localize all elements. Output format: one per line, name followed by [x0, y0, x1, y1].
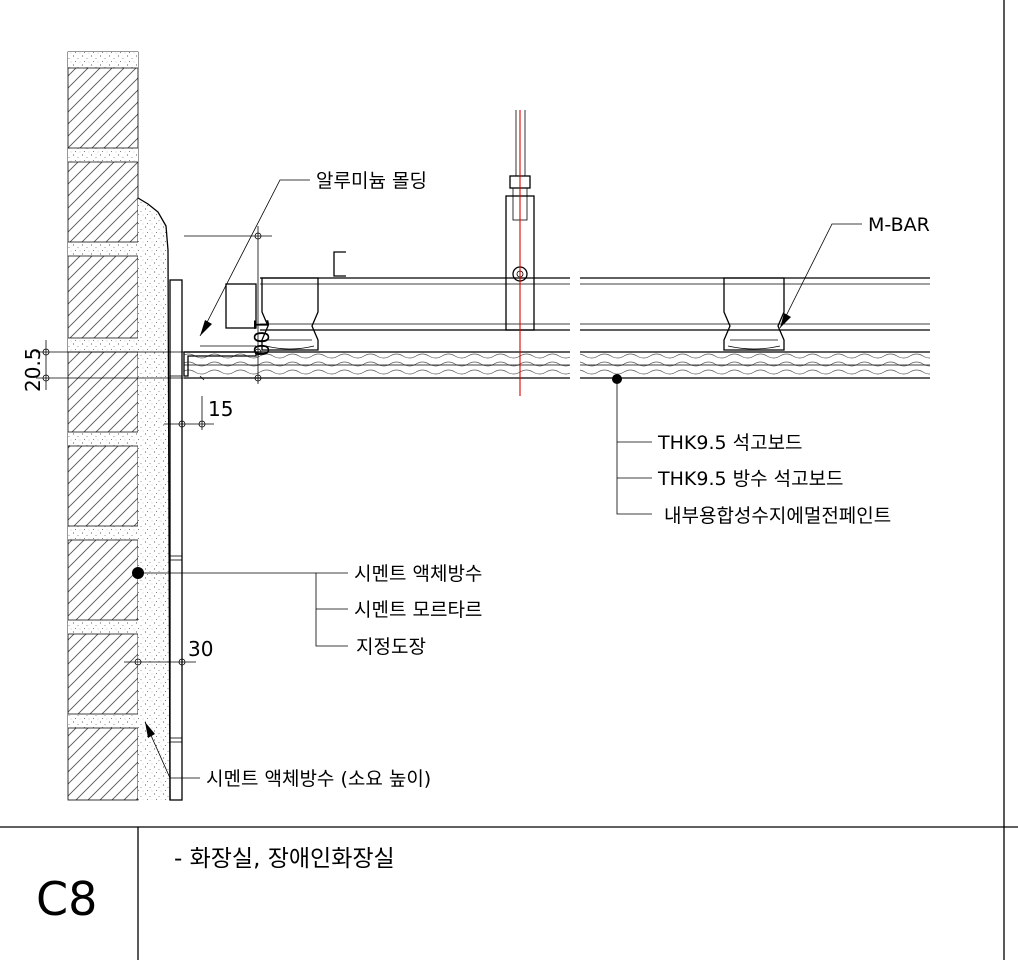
label-cement-mortar: 시멘트 모르타르: [354, 599, 482, 621]
m-bar-profile-right: [723, 277, 785, 351]
wall-finish-panel: [169, 279, 183, 801]
detail-title: - 화장실, 장애인화장실: [174, 846, 395, 872]
label-waterproof-gypsum-board: THK9.5 방수 석고보드: [657, 468, 844, 490]
label-cement-waterproofing-height: 시멘트 액체방수 (소요 높이): [206, 768, 431, 790]
dimension-lines: [36, 226, 272, 666]
dim-ceiling-thickness: 20.5: [21, 347, 45, 392]
dim-bracket-height: 100: [249, 318, 273, 356]
carrying-channel: [260, 277, 930, 331]
label-specified-finish: 지정도장: [356, 636, 426, 658]
break-gap: [571, 270, 579, 385]
dim-molding-offset: 15: [208, 397, 233, 421]
brick-mortar-joints: [68, 52, 138, 729]
detail-code: C8: [36, 872, 97, 926]
cement-mortar-layer: [137, 197, 171, 801]
leader-lines: [132, 179, 862, 779]
label-cement-liquid-waterproofing: 시멘트 액체방수: [354, 563, 482, 585]
brick-wall: [67, 51, 139, 801]
label-aluminum-molding: 알루미늄 몰딩: [316, 170, 427, 192]
label-interior-paint: 내부용합성수지에멀전페인트: [664, 505, 891, 527]
m-bar-profile-left: [261, 277, 319, 351]
label-gypsum-board: THK9.5 석고보드: [657, 432, 803, 454]
label-m-bar: M-BAR: [868, 214, 930, 236]
ceiling-boards: [184, 351, 930, 379]
dim-mortar-thickness: 30: [188, 637, 213, 661]
ceiling-clip: [333, 251, 346, 277]
